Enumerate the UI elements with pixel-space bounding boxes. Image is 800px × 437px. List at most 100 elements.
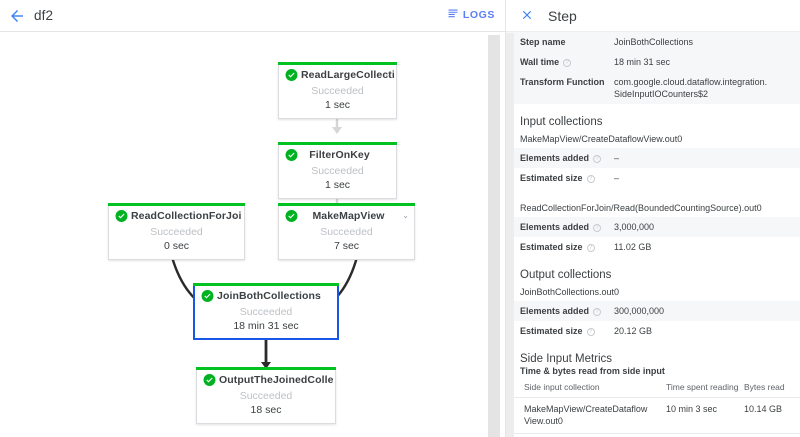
spacer bbox=[506, 188, 800, 202]
node-status-accent-bar bbox=[278, 62, 397, 65]
table-row: Elements added? 300,000,000 bbox=[506, 301, 800, 321]
cell-time-spent-reading: 10 min 3 sec bbox=[666, 397, 744, 434]
step-summary-table: Step name JoinBothCollections Wall time?… bbox=[506, 32, 800, 104]
table-row: MakeMapView/CreateDataflow View.out0 10 … bbox=[506, 397, 800, 434]
check-circle-icon bbox=[115, 210, 128, 223]
column-header-bytes-read: Bytes read bbox=[744, 379, 800, 398]
table-row: Estimated size? 20.12 GB bbox=[506, 321, 800, 341]
help-icon[interactable]: ? bbox=[593, 308, 602, 316]
check-circle-icon bbox=[201, 290, 214, 303]
node-title: ReadLargeCollectionFr... bbox=[301, 69, 394, 81]
input-collection-0-table: Elements added? – Estimated size? – bbox=[506, 148, 800, 188]
section-heading-side-input-metrics: Side Input Metrics bbox=[520, 353, 613, 365]
row-key: Estimated size? bbox=[506, 168, 614, 188]
column-header-side-input-collection: Side input collection bbox=[506, 379, 666, 398]
step-details-panel: Step Step name JoinBothCollections Wall … bbox=[505, 0, 800, 437]
logs-button[interactable]: LOGS bbox=[447, 7, 495, 22]
node-status-accent-bar bbox=[196, 367, 336, 370]
graph-vertical-scrollbar[interactable] bbox=[488, 35, 500, 437]
section-heading-input-collections: Input collections bbox=[520, 116, 603, 128]
row-key: Elements added? bbox=[506, 217, 614, 237]
node-status: Succeeded bbox=[311, 85, 364, 97]
node-time: 18 min 31 sec bbox=[233, 320, 299, 332]
job-graph-canvas[interactable]: ReadLargeCollectionFr... ⌄ Succeeded 1 s… bbox=[0, 33, 505, 437]
top-bar: df2 LOGS bbox=[0, 0, 505, 32]
table-row: Estimated size? 11.02 GB bbox=[506, 237, 800, 257]
row-value: 300,000,000 bbox=[614, 306, 665, 316]
panel-vertical-scrollbar[interactable] bbox=[506, 33, 514, 437]
collection-name: ReadCollectionForJoin/Read(BoundedCounti… bbox=[520, 203, 762, 213]
node-header: ReadCollectionForJoin ⌄ bbox=[109, 206, 244, 226]
help-icon[interactable]: ? bbox=[586, 328, 595, 336]
row-value: 11.02 GB bbox=[614, 242, 652, 252]
help-icon[interactable]: ? bbox=[593, 224, 602, 232]
chevron-down-icon[interactable]: ⌄ bbox=[402, 211, 409, 220]
arrow-back-icon[interactable] bbox=[0, 0, 34, 32]
output-collection-0-table: Elements added? 300,000,000 Estimated si… bbox=[506, 301, 800, 341]
row-value: 18 min 31 sec bbox=[614, 57, 671, 67]
help-icon[interactable]: ? bbox=[586, 175, 595, 183]
check-circle-icon bbox=[285, 149, 298, 162]
help-icon[interactable]: ? bbox=[563, 59, 572, 67]
node-title: OutputTheJoinedCollec... bbox=[219, 374, 333, 386]
graph-node-read-large-collection[interactable]: ReadLargeCollectionFr... ⌄ Succeeded 1 s… bbox=[278, 62, 397, 119]
node-header: ReadLargeCollectionFr... ⌄ bbox=[279, 65, 396, 85]
node-time: 18 sec bbox=[250, 404, 282, 416]
row-value: – bbox=[614, 153, 620, 163]
row-key: Wall time? bbox=[506, 52, 614, 72]
table-row: Transform Function com.google.cloud.data… bbox=[506, 72, 800, 104]
table-row: Elements added? 3,000,000 bbox=[506, 217, 800, 237]
row-key: Step name bbox=[520, 37, 566, 47]
graph-node-filter-on-key[interactable]: FilterOnKey Succeeded 1 sec bbox=[278, 142, 397, 199]
chevron-down-icon[interactable]: ⌄ bbox=[384, 70, 391, 79]
node-status: Succeeded bbox=[239, 306, 293, 318]
page-title: df2 bbox=[34, 8, 54, 23]
row-value: – bbox=[614, 173, 620, 183]
chevron-down-icon[interactable]: ⌄ bbox=[232, 211, 239, 220]
panel-body[interactable]: Step name JoinBothCollections Wall time?… bbox=[506, 32, 800, 436]
node-time: 1 sec bbox=[324, 99, 351, 111]
row-key: Estimated size? bbox=[506, 237, 614, 257]
input-collection-1-table: Elements added? 3,000,000 Estimated size… bbox=[506, 217, 800, 257]
row-value: com.google.cloud.dataflow.integration. S… bbox=[614, 77, 768, 99]
graph-node-make-map-view[interactable]: MakeMapView ⌄ Succeeded 7 sec bbox=[278, 203, 415, 260]
panel-title: Step bbox=[548, 7, 577, 24]
node-time: 7 sec bbox=[333, 240, 360, 252]
check-circle-icon bbox=[285, 210, 298, 223]
node-status-accent-bar bbox=[193, 283, 339, 286]
row-key: Elements added? bbox=[506, 148, 614, 168]
node-header: MakeMapView ⌄ bbox=[279, 206, 414, 226]
node-status-accent-bar bbox=[108, 203, 245, 206]
node-header: JoinBothCollections bbox=[195, 286, 337, 306]
table-header-row: Side input collection Time spent reading… bbox=[506, 379, 800, 398]
collection-name: MakeMapView/CreateDataflowView.out0 bbox=[520, 134, 683, 144]
row-value: 20.12 GB bbox=[614, 326, 653, 336]
check-circle-icon bbox=[203, 374, 216, 387]
panel-header: Step bbox=[506, 0, 800, 32]
close-icon[interactable] bbox=[520, 8, 534, 24]
subject-lines-icon bbox=[447, 7, 459, 22]
cell-side-input-collection: MakeMapView/CreateDataflow View.out0 bbox=[506, 397, 666, 434]
graph-node-join-both-collections[interactable]: JoinBothCollections Succeeded 18 min 31 … bbox=[193, 283, 339, 340]
collection-name: JoinBothCollections.out0 bbox=[520, 287, 620, 297]
table-row: Wall time? 18 min 31 sec bbox=[506, 52, 800, 72]
job-graph-pane: df2 LOGS bbox=[0, 0, 505, 437]
row-key: Transform Function bbox=[520, 77, 605, 87]
column-header-time-spent-reading: Time spent reading bbox=[666, 379, 744, 398]
node-status: Succeeded bbox=[320, 226, 373, 238]
graph-node-read-collection-for-join[interactable]: ReadCollectionForJoin ⌄ Succeeded 0 sec bbox=[108, 203, 245, 260]
help-icon[interactable]: ? bbox=[593, 155, 602, 163]
cell-bytes-read: 10.14 GB bbox=[744, 397, 800, 434]
node-header: FilterOnKey bbox=[279, 145, 396, 165]
table-row: Elements added? – bbox=[506, 148, 800, 168]
side-input-subheading: Time & bytes read from side input bbox=[520, 366, 665, 376]
node-title: FilterOnKey bbox=[309, 149, 370, 161]
graph-node-output-the-joined-collection[interactable]: OutputTheJoinedCollec... Succeeded 18 se… bbox=[196, 367, 336, 424]
help-icon[interactable]: ? bbox=[586, 244, 595, 252]
node-header: OutputTheJoinedCollec... bbox=[197, 370, 335, 390]
node-status: Succeeded bbox=[311, 165, 364, 177]
row-value: JoinBothCollections bbox=[614, 37, 694, 47]
node-time: 0 sec bbox=[163, 240, 190, 252]
row-key: Elements added? bbox=[506, 301, 614, 321]
